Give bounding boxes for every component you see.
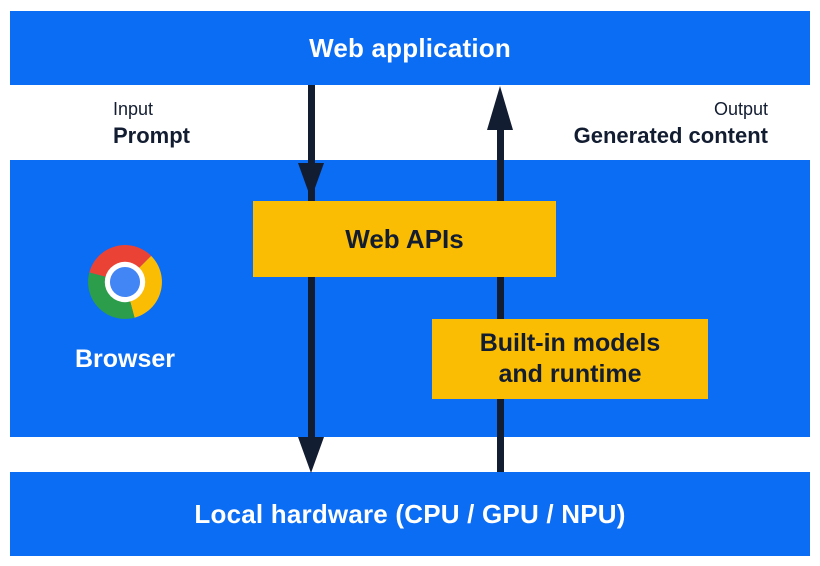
chrome-logo-icon bbox=[88, 245, 162, 319]
prompt-flow-arrowhead-into-web-apis bbox=[298, 163, 324, 199]
input-caption: Input bbox=[113, 99, 154, 119]
generated-content-label: Generated content bbox=[573, 123, 768, 148]
builtin-models-box: Built-in models and runtime bbox=[432, 319, 708, 399]
generated-content-arrow-shaft bbox=[497, 127, 504, 472]
browser-label: Browser bbox=[74, 345, 176, 373]
builtin-models-label-line2: and runtime bbox=[498, 360, 642, 388]
builtin-models-label-line1: Built-in models bbox=[479, 329, 661, 357]
local-hardware-label: Local hardware (CPU / GPU / NPU) bbox=[194, 498, 626, 529]
web-apis-label: Web APIs bbox=[345, 223, 464, 254]
output-labels: Output Generated content bbox=[574, 97, 768, 150]
web-application-bar: Web application bbox=[10, 11, 810, 85]
web-application-label: Web application bbox=[309, 32, 511, 63]
input-prompt-label: Prompt bbox=[113, 123, 190, 148]
generated-content-arrowhead-into-web-app bbox=[487, 86, 513, 130]
local-hardware-bar: Local hardware (CPU / GPU / NPU) bbox=[10, 472, 810, 556]
input-labels: Input Prompt bbox=[113, 97, 190, 150]
web-apis-box: Web APIs bbox=[253, 201, 556, 277]
prompt-flow-arrowhead-into-hardware bbox=[298, 437, 324, 473]
output-caption: Output bbox=[713, 99, 768, 119]
